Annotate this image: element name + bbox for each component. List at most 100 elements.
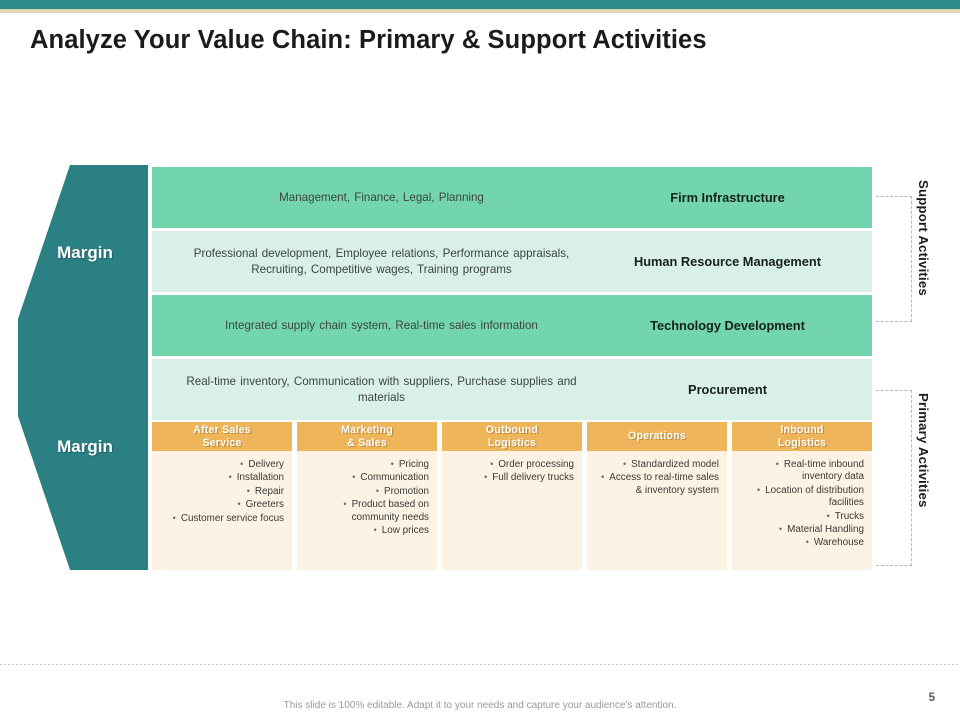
list-item-label: Trucks xyxy=(834,510,864,522)
primary-column-header: Outbound Logistics xyxy=(442,422,582,451)
support-row-technology-development[interactable]: Integrated supply chain system, Real-tim… xyxy=(152,295,872,356)
support-row-description: Real-time inventory, Communication with … xyxy=(186,374,577,404)
primary-column-header: Marketing & Sales xyxy=(297,422,437,451)
bullet-icon: • xyxy=(352,472,356,483)
list-item: •Warehouse xyxy=(738,536,864,549)
list-item: • Greeters xyxy=(158,498,284,511)
primary-activities-label: Primary Activities xyxy=(916,393,931,508)
primary-column-list: • Order processing • Full delivery trucks xyxy=(448,458,574,485)
primary-column-title-line1: Marketing xyxy=(341,424,393,437)
list-item: • Low prices xyxy=(303,524,429,537)
bullet-icon: • xyxy=(375,485,379,496)
support-row-title: Human Resource Management xyxy=(633,254,822,269)
footer-divider xyxy=(0,664,960,665)
page-number: 5 xyxy=(928,692,935,704)
list-item: • Installation xyxy=(158,471,284,484)
support-row-description: Management, Finance, Legal, Planning xyxy=(279,190,484,204)
primary-column-list: •Real-time inbound inventory data •Locat… xyxy=(738,458,864,550)
list-item: • Order processing xyxy=(448,458,574,471)
primary-column-title-line1: Operations xyxy=(628,430,686,443)
list-item-label: Standardized model xyxy=(631,459,719,470)
list-item: • Communication xyxy=(303,471,429,484)
list-item: • Location of distribution facilities xyxy=(738,484,864,510)
bullet-icon: • xyxy=(490,459,494,469)
bullet-icon: • xyxy=(757,484,761,495)
bullet-icon: • xyxy=(172,512,176,523)
list-item-label: Installation xyxy=(236,472,284,484)
list-item-label: Order processing xyxy=(498,459,574,470)
page-title: Analyze Your Value Chain: Primary & Supp… xyxy=(30,26,707,54)
primary-column-outbound-logistics[interactable]: Outbound Logistics • Order processing • Fu… xyxy=(442,422,582,570)
bullet-icon: • xyxy=(228,472,232,483)
footer-note: This slide is 100% editable. Adapt it to… xyxy=(283,700,677,711)
list-item-label: Customer service focus xyxy=(180,512,284,524)
primary-column-marketing-and-sales[interactable]: Marketing & Sales •Pricing •Communicatio… xyxy=(297,422,437,570)
primary-activities-bracket xyxy=(876,390,912,566)
primary-column-title-line2: Service xyxy=(202,436,242,449)
list-item-label: Real-time inbound inventory data xyxy=(783,459,864,483)
list-item: • Pricing xyxy=(303,458,429,471)
support-row-human-resource-management[interactable]: Professional development, Employee relat… xyxy=(152,231,872,292)
primary-column-body: •Pricing •Communication •Promotion •Prod… xyxy=(297,451,437,570)
primary-column-list: •Delivery •Installation •Repair •Greeter… xyxy=(158,458,284,525)
list-item: • Trucks xyxy=(738,510,864,523)
bullet-icon: • xyxy=(246,485,250,496)
list-item-label: Pricing xyxy=(398,459,429,470)
primary-column-after-sales-service[interactable]: After Sales Service •Delivery •Installat… xyxy=(152,422,292,570)
bullet-icon: • xyxy=(343,499,347,510)
list-item-label: Promotion xyxy=(383,485,429,497)
top-accent-bar-teal xyxy=(0,0,960,9)
support-row-procurement[interactable]: Real-time inventory, Communication with … xyxy=(152,359,872,420)
list-item: • Customer service focus xyxy=(158,512,284,525)
primary-column-operations[interactable]: Operations • Standardized model •Access t… xyxy=(587,422,727,570)
list-item-label: Repair xyxy=(254,485,284,497)
bullet-icon: • xyxy=(826,510,830,521)
primary-column-list: •Pricing •Communication •Promotion •Prod… xyxy=(303,458,429,537)
primary-column-body: •Real-time inbound inventory data •Locat… xyxy=(732,451,872,570)
support-row-title: Technology Development xyxy=(650,318,805,333)
list-item-label: Greeters xyxy=(245,499,284,511)
bullet-icon: • xyxy=(237,499,241,510)
support-row-firm-infrastructure[interactable]: Management, Finance, Legal, Planning Fir… xyxy=(152,167,872,228)
bullet-icon: • xyxy=(240,459,244,469)
primary-column-body: • Order processing • Full delivery trucks xyxy=(442,451,582,570)
primary-column-body: • Standardized model •Access to real-time… xyxy=(587,451,727,570)
list-item: • Promotion xyxy=(303,485,429,498)
list-item: • Full delivery trucks xyxy=(448,471,574,484)
bullet-icon: • xyxy=(775,459,779,469)
primary-column-inbound-logistics[interactable]: Inbound Logistics • Real-time inbound inv… xyxy=(732,422,872,570)
list-item: • Repair xyxy=(158,485,284,498)
list-item: •Access to real-time sales & inventory s… xyxy=(593,471,719,497)
support-row-title: Procurement xyxy=(688,382,767,397)
list-item-label: Material Handling xyxy=(787,524,864,536)
list-item-label: Low prices xyxy=(381,525,429,537)
primary-column-title-line1: Outbound xyxy=(485,424,539,437)
bullet-icon: • xyxy=(373,525,377,536)
list-item: •Product based on community needs xyxy=(303,498,429,524)
support-activities-bracket xyxy=(876,196,912,322)
list-item-label: Full delivery trucks xyxy=(492,472,574,484)
primary-column-title-line1: After Sales xyxy=(193,424,251,437)
list-item-label: Location of distribution facilities xyxy=(765,484,864,509)
primary-column-title-line2: Logistics xyxy=(487,436,537,449)
bullet-icon: • xyxy=(805,537,809,548)
support-activities-label: Support Activities xyxy=(916,180,931,296)
support-row-description: Professional development, Employee relat… xyxy=(193,246,570,276)
primary-column-header: After Sales Service xyxy=(152,422,292,451)
primary-column-header: Inbound Logistics xyxy=(732,422,872,451)
list-item: •Delivery xyxy=(158,458,284,471)
bullet-icon: • xyxy=(484,472,488,483)
bullet-icon: • xyxy=(390,459,394,469)
support-row-description: Integrated supply chain system, Real-tim… xyxy=(225,318,538,332)
list-item-label: Communication xyxy=(360,472,429,484)
margin-label-bottom: Margin xyxy=(57,437,113,456)
margin-label-top: Margin xyxy=(57,243,113,262)
bullet-icon: • xyxy=(623,459,627,469)
margin-chevron: Margin Margin xyxy=(18,165,148,570)
primary-column-header: Operations xyxy=(587,422,727,451)
support-row-title: Firm Infrastructure xyxy=(670,190,785,205)
primary-column-title-line2: & Sales xyxy=(347,436,387,449)
primary-activities-row: After Sales Service •Delivery •Installat… xyxy=(152,422,872,570)
primary-column-body: •Delivery •Installation •Repair •Greeter… xyxy=(152,451,292,570)
list-item-label: Access to real-time sales & inventory sy… xyxy=(609,472,719,496)
